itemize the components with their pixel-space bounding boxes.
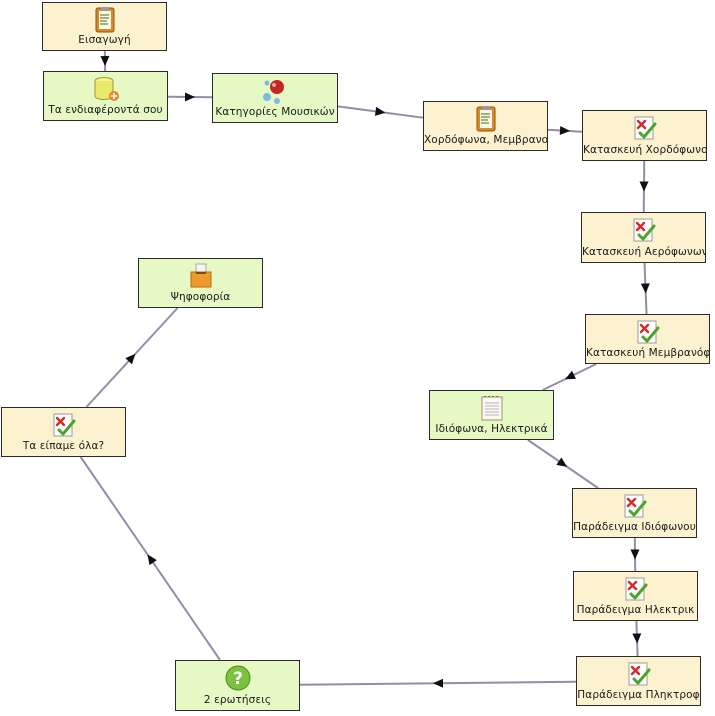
quiz-check-icon [625, 660, 653, 688]
quiz-check-icon [634, 318, 662, 346]
edge-n12-n13 [79, 456, 221, 661]
node-label: Παράδειγμα Πληκτροφ [577, 689, 700, 701]
edge-arrowhead [125, 353, 136, 365]
edge-n13-n14 [85, 307, 179, 408]
edge-n6-n7 [643, 262, 648, 315]
node-label: 2 ερωτήσεις [203, 694, 272, 706]
node-label: Παράδειγμα Ιδιόφωνου [573, 521, 696, 533]
node-music-categories[interactable]: Κατηγορίες Μουσικών [212, 73, 338, 123]
quiz-check-icon [622, 575, 650, 603]
node-label: Ψηφοφορία [170, 291, 231, 303]
edge-arrowhead [565, 370, 576, 380]
node-label: Κατασκευή Χορδόφωνο [583, 144, 707, 156]
edge-n5-n6 [642, 160, 646, 213]
edge-arrowhead [433, 678, 444, 688]
node-vote[interactable]: Ψηφοφορία [138, 258, 263, 308]
notes-clipboard-icon [91, 6, 119, 34]
edge-arrowhead [556, 457, 568, 467]
node-label: Τα είπαμε όλα? [22, 440, 105, 452]
node-intro[interactable]: Εισαγωγή [42, 2, 167, 51]
node-example-keyboard[interactable]: Παράδειγμα Πληκτροφ [576, 656, 701, 706]
node-interests[interactable]: Τα ενδιαφέροντά σου [43, 71, 168, 121]
edge-arrowhead [147, 554, 157, 566]
question-icon: ? [224, 664, 252, 692]
node-label: Κατασκευή Αερόφωνων [582, 246, 706, 258]
node-label: Κατηγορίες Μουσικών [215, 106, 335, 118]
edge-arrowhead [640, 283, 650, 294]
node-example-idiophone[interactable]: Παράδειγμα Ιδιόφωνου [572, 488, 697, 538]
edge-n2-n3 [167, 95, 213, 99]
node-label: Ιδιόφωνα, Ηλεκτρικά [435, 423, 548, 435]
edge-arrowhead [184, 92, 195, 102]
edge-n8-n9 [527, 439, 599, 489]
molecule-icon [261, 77, 289, 105]
edge-n11-n12 [299, 680, 577, 686]
node-build-aerophones[interactable]: Κατασκευή Αερόφωνων [581, 212, 706, 263]
edge-arrowhead [559, 125, 570, 135]
quiz-check-icon [631, 114, 659, 142]
node-two-questions[interactable]: ? 2 ερωτήσεις [175, 660, 300, 711]
node-label: Χορδόφωνα, Μεμβρανο [424, 134, 548, 146]
node-chordophones-membranophones[interactable]: Χορδόφωνα, Μεμβρανο [423, 101, 548, 151]
database-add-icon [92, 75, 120, 103]
node-label: Κατασκευή Μεμβρανόφ [586, 347, 710, 359]
svg-text:?: ? [233, 669, 243, 689]
node-example-electric[interactable]: Παράδειγμα Ηλεκτρικ [573, 571, 698, 621]
quiz-check-icon [621, 492, 649, 520]
edge-arrowhead [632, 633, 642, 644]
notepad-icon [478, 394, 506, 422]
node-label: Εισαγωγή [78, 34, 131, 46]
edge-arrowhead [639, 181, 649, 192]
node-build-chordophone[interactable]: Κατασκευή Χορδόφωνο [582, 110, 707, 161]
node-label: Τα ενδιαφέροντά σου [48, 104, 163, 116]
edge-n10-n11 [635, 620, 639, 657]
node-build-membranophone[interactable]: Κατασκευή Μεμβρανόφ [585, 314, 710, 364]
edge-n3-n4 [337, 105, 424, 119]
node-label: Παράδειγμα Ηλεκτρικ [576, 604, 695, 616]
quiz-check-icon [630, 216, 658, 244]
notes-clipboard-icon [472, 105, 500, 133]
edge-arrowhead [374, 106, 386, 116]
node-did-we-say-all[interactable]: Τα είπαμε όλα? [1, 407, 126, 457]
edge-arrowhead [100, 55, 110, 66]
edge-arrowhead [630, 549, 640, 560]
edge-n7-n8 [542, 363, 597, 391]
ballot-box-icon [187, 262, 215, 290]
quiz-check-icon [50, 411, 78, 439]
edge-n4-n5 [547, 128, 583, 133]
node-idiophones-electric[interactable]: Ιδιόφωνα, Ηλεκτρικά [429, 390, 554, 440]
